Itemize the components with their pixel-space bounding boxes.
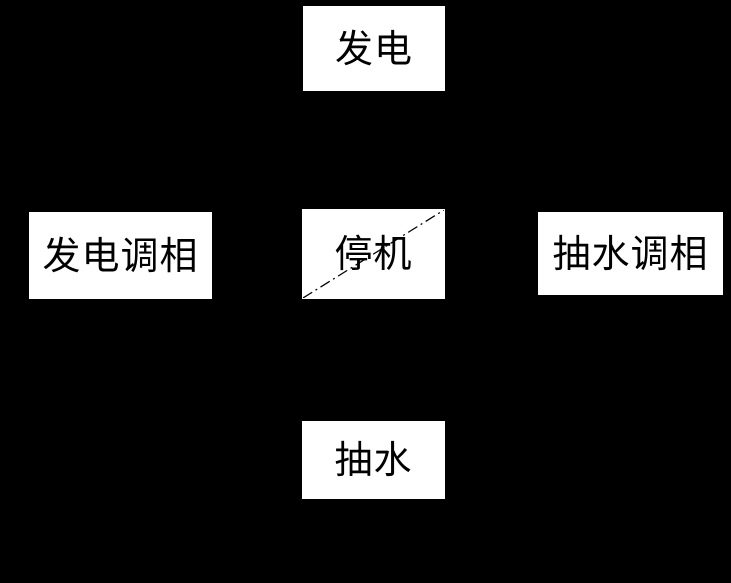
node-pumping[interactable]: 抽水 bbox=[302, 421, 445, 499]
node-stop-label: 停机 bbox=[334, 232, 413, 276]
node-stop[interactable]: 停机 bbox=[302, 209, 445, 299]
node-pumping-phase[interactable]: 抽水调相 bbox=[538, 212, 723, 295]
node-pumping-phase-label: 抽水调相 bbox=[552, 231, 709, 276]
node-generation-phase[interactable]: 发电调相 bbox=[29, 212, 212, 299]
node-generation[interactable]: 发电 bbox=[303, 6, 445, 91]
node-generation-phase-label: 发电调相 bbox=[42, 233, 199, 278]
node-generation-label: 发电 bbox=[334, 26, 413, 71]
node-pumping-label: 抽水 bbox=[334, 438, 413, 482]
